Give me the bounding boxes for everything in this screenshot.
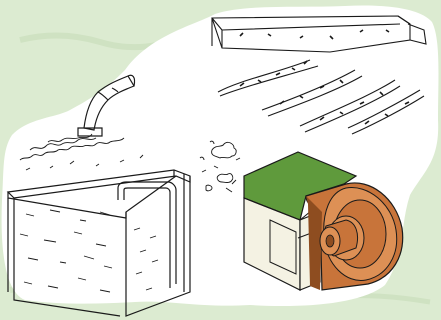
- blower-hub-center: [326, 235, 334, 247]
